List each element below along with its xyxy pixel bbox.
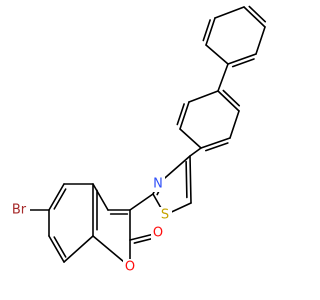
- bond-b1-b2: [200, 137, 231, 149]
- atom-o-carbonyl: O: [151, 225, 165, 241]
- bond-c8-c7: [48, 235, 65, 263]
- bond-c6-c5: [53, 188, 67, 210]
- bond-c3-tc2: [129, 193, 154, 211]
- bond-p2-p3: [255, 26, 266, 55]
- bond-b2-b3: [229, 110, 240, 139]
- atom-br: Br: [8, 202, 30, 218]
- bond-b5-b6: [176, 103, 185, 126]
- bond-layer: [18, 5, 267, 268]
- atom-label-o-ring: O: [125, 260, 135, 275]
- atom-o-ring: O: [123, 259, 137, 275]
- bond-p1-p2: [227, 53, 257, 65]
- bond-c8-c7: [53, 236, 67, 258]
- bond-p6-p1: [205, 44, 229, 65]
- atom-layer: Br O O N S: [8, 176, 172, 275]
- bond-c4a-c4: [92, 183, 109, 211]
- atom-s: S: [158, 207, 172, 223]
- bond-b3-b4: [217, 90, 240, 112]
- bond-p5-p6: [205, 17, 216, 46]
- bond-p1-p2: [231, 58, 255, 68]
- bond-b4-b5: [188, 90, 219, 103]
- bond-c6-c5: [48, 183, 65, 211]
- atom-label-n: N: [153, 177, 163, 192]
- atom-label-s: S: [161, 208, 169, 223]
- bond-tc4-tc5: [189, 155, 192, 204]
- bond-b1-b2: [204, 142, 229, 152]
- bond-c8a-c8: [63, 235, 94, 263]
- bond-b5-b6: [179, 101, 190, 130]
- bond-b6-b1: [179, 128, 202, 149]
- bond-p5-p6: [202, 19, 211, 42]
- bond-p3-p4: [248, 5, 267, 23]
- atom-n: N: [151, 176, 165, 192]
- bond-p3-p4: [243, 6, 266, 28]
- molecule-structure: Br O O N S: [8, 5, 267, 275]
- bond-p4-p5: [214, 6, 245, 19]
- bond-tc4-tc5: [185, 160, 188, 199]
- bond-b3-b4: [222, 89, 241, 107]
- bond-b4-p1: [217, 63, 229, 92]
- atom-label-o-carbonyl: O: [153, 226, 163, 241]
- atom-label-br: Br: [12, 203, 27, 218]
- structure-diagram: Br O O N S: [8, 5, 267, 275]
- bond-tc4-b1: [189, 147, 202, 157]
